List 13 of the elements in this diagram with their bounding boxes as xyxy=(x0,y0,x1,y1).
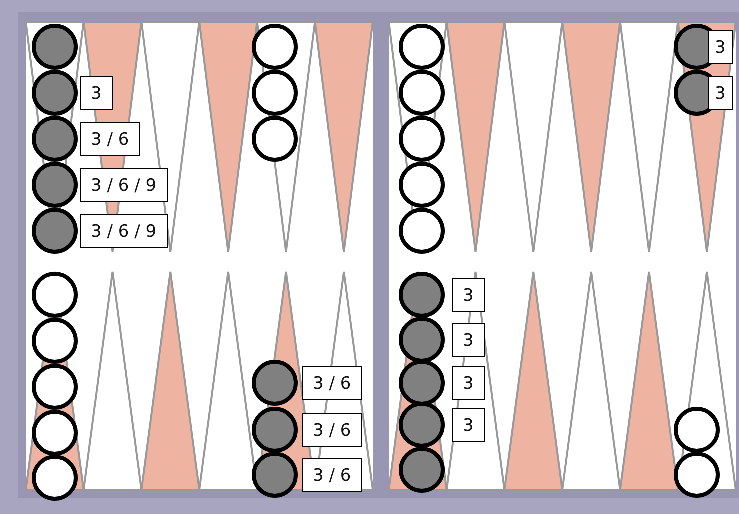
count-label: 3 / 6 / 9 xyxy=(80,168,168,202)
count-label: 3 xyxy=(708,76,733,110)
count-label: 3 / 6 xyxy=(302,413,362,447)
count-label: 3 / 6 xyxy=(302,458,362,492)
count-label: 3 xyxy=(452,366,485,400)
count-label: 3 xyxy=(452,408,485,442)
count-label: 3 / 6 xyxy=(80,122,140,156)
count-label: 3 xyxy=(708,30,733,64)
count-label: 3 xyxy=(80,76,113,110)
count-label: 3 xyxy=(452,278,485,312)
count-label: 3 xyxy=(452,323,485,357)
count-label: 3 / 6 / 9 xyxy=(80,214,168,248)
count-label: 3 / 6 xyxy=(302,366,362,400)
